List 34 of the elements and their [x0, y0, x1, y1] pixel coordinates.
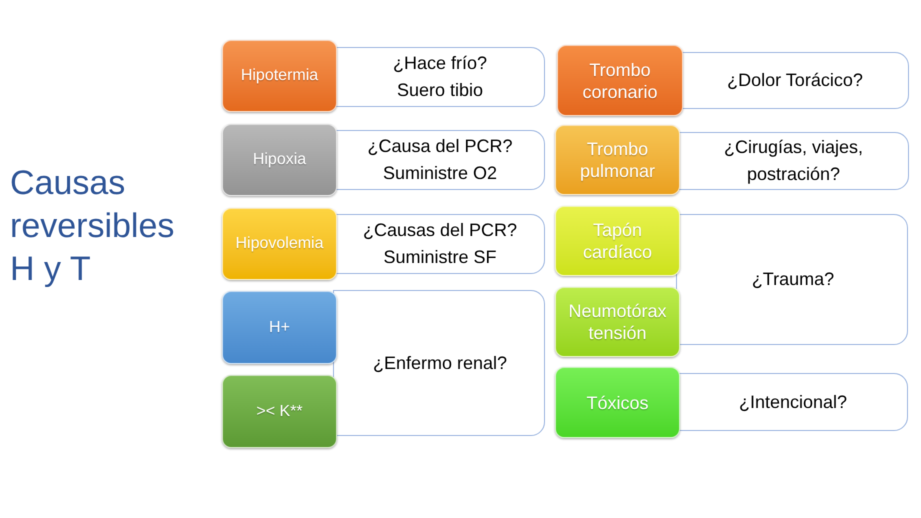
cause-label: Tóxicos — [586, 392, 648, 414]
cause-box — [555, 287, 680, 357]
question-text: ¿Dolor Torácico? — [727, 69, 863, 92]
question-text: Suministre SF — [383, 246, 497, 269]
question-box — [333, 290, 545, 436]
question-text: Suministre O2 — [382, 162, 498, 185]
cause-box — [222, 291, 337, 364]
question-text: ¿Causa del PCR? — [367, 135, 513, 158]
cause-box — [555, 125, 680, 195]
cause-label: Tapón cardíaco — [582, 219, 654, 263]
title: Causas reversibles H y T — [10, 163, 176, 290]
question-text: ¿Intencional? — [738, 390, 848, 414]
question-text: ¿Hace frío? — [392, 52, 488, 75]
cause-label: Hipoxia — [252, 150, 306, 170]
question-box — [676, 214, 908, 345]
cause-label: Hipotermia — [240, 66, 318, 86]
cause-box — [222, 375, 337, 448]
cause-label: Trombo pulmonar — [578, 138, 656, 182]
cause-box — [222, 208, 337, 280]
cause-box — [555, 206, 680, 276]
question-text: ¿Causas del PCR? — [362, 219, 518, 242]
cause-label: Trombo coronario — [581, 58, 659, 102]
cause-box — [555, 367, 680, 438]
question-text: ¿Enfermo renal? — [372, 352, 508, 374]
cause-box — [222, 40, 337, 112]
cause-box — [222, 124, 337, 196]
cause-label: H+ — [269, 318, 290, 338]
question-text: ¿Cirugías, viajes, postración? — [722, 136, 864, 186]
question-text: ¿Trauma? — [752, 268, 834, 291]
cause-label: >< K** — [256, 402, 303, 422]
question-text: Suero tibio — [396, 79, 484, 102]
cause-label: Hipovolemia — [235, 234, 324, 254]
cause-label: Neumotórax tensión — [567, 300, 668, 344]
cause-box — [557, 45, 683, 116]
